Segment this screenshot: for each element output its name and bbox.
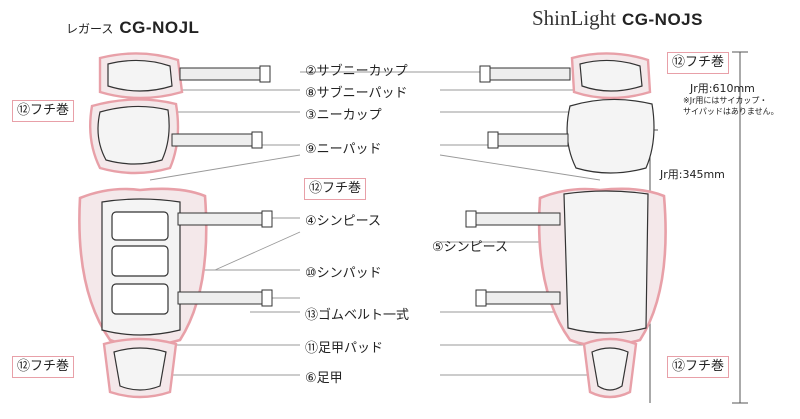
right-guard-illustration [537,52,667,399]
label-shin-piece-5: ⑤シンピース [432,240,509,255]
label-knee-cup: ③ニーカップ [305,108,382,123]
edge-label-center: ⑫フチ巻 [304,178,367,200]
left-straps [171,65,273,307]
label-sub-knee-cup: ②サブニーカップ [305,64,408,79]
label-rubber-belt-set: ⑬ゴムベルト一式 [305,308,410,323]
left-model: CG-NOJL [119,18,200,37]
jr-note-line-1: ※Jr用にはサイカップ・ [683,96,768,105]
label-shin-pad: ⑩シンパッド [305,266,382,281]
left-title: レガース CG-NOJL [66,18,199,38]
left-guard-illustration [78,52,208,399]
right-title: ShinLight CG-NOJS [532,6,703,31]
right-brand: ShinLight [532,6,617,30]
jr-length-345: Jr用:345mm [660,168,725,181]
label-shin-piece-4: ④シンピース [305,214,382,229]
edge-label-left-bottom: ⑫フチ巻 [12,356,75,378]
edge-label-right-bottom: ⑫フチ巻 [667,356,730,378]
right-model: CG-NOJS [622,10,703,29]
right-straps [465,65,571,307]
label-instep: ⑥足甲 [305,371,343,386]
label-knee-pad: ⑨ニーパッド [305,142,382,157]
left-title-sub: レガース [66,22,114,36]
edge-label-left-top: ⑫フチ巻 [12,100,75,122]
jr-length-610: Jr用:610mm [690,82,755,95]
label-instep-pad: ⑪足甲パッド [305,341,384,356]
label-sub-knee-pad: ⑧サブニーパッド [305,86,408,101]
jr-note-line-2: サイパッドはありません。 [683,107,779,116]
edge-label-right-top: ⑫フチ巻 [667,52,730,74]
